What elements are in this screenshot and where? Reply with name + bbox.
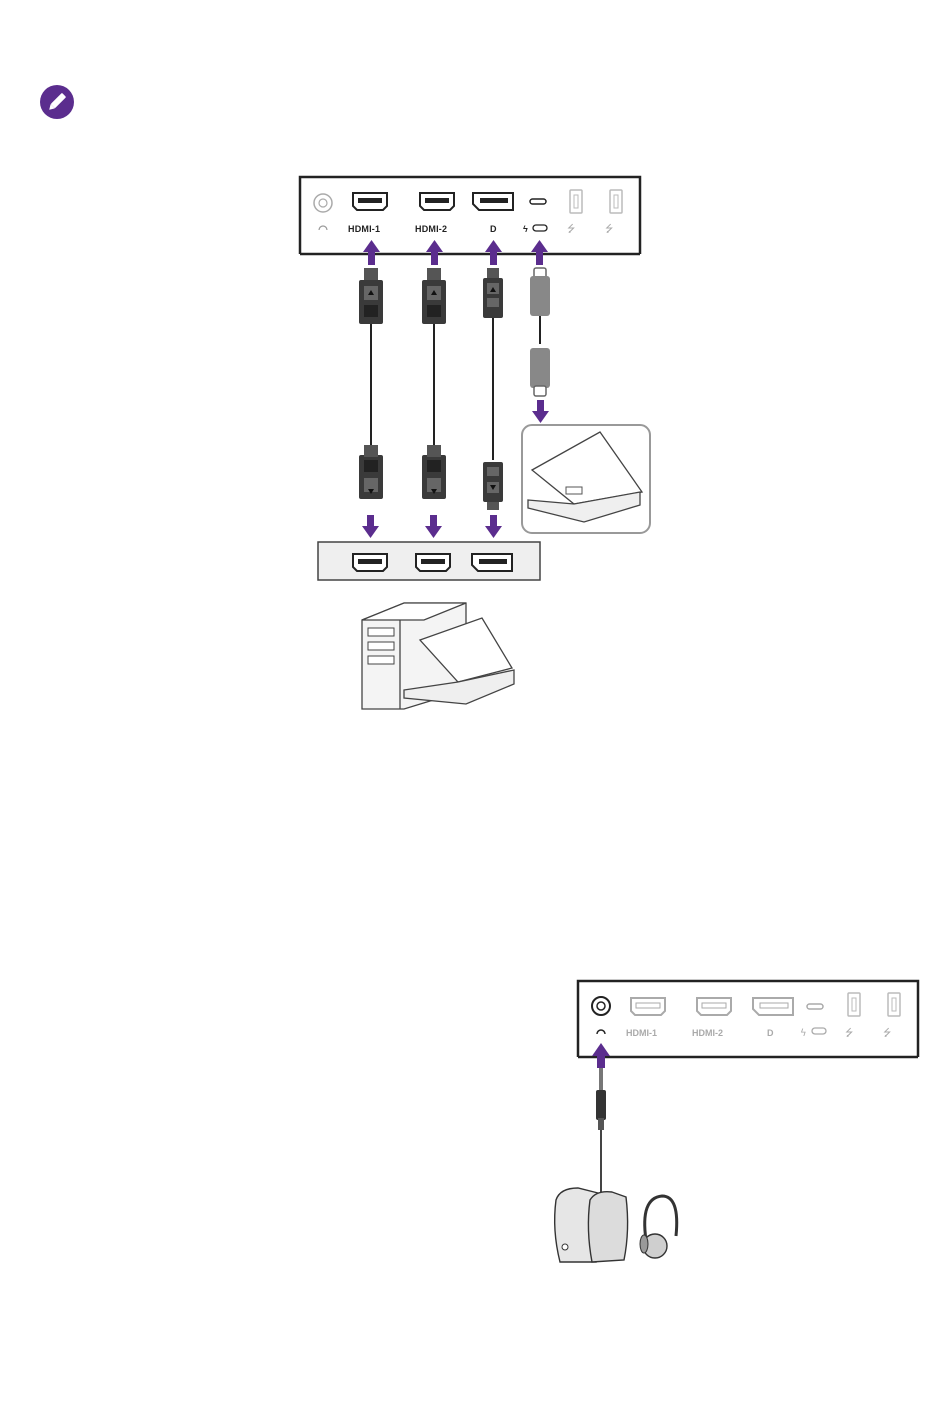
hdmi-cable-2 bbox=[422, 268, 446, 499]
hdmi1-label: HDMI-1 bbox=[348, 224, 380, 234]
headphones-illustration bbox=[640, 1196, 677, 1258]
audio-cable bbox=[596, 1068, 606, 1200]
pc-hdmi-port-1 bbox=[353, 554, 387, 571]
laptop-illustration bbox=[522, 425, 650, 533]
monitor-port-panel-top: HDMI-1 HDMI-2 D ϟ ⭍ ⭍ bbox=[300, 177, 640, 254]
displayport-cable bbox=[483, 268, 503, 510]
hdmi1-label-dim: HDMI-1 bbox=[626, 1028, 657, 1038]
thunderbolt-label-dim: ϟ bbox=[800, 1028, 807, 1039]
arrow-down-icon bbox=[362, 515, 379, 538]
speakers-illustration bbox=[555, 1188, 628, 1262]
pc-displayport-port bbox=[472, 554, 512, 571]
usb-label-2: ⭍ bbox=[605, 223, 613, 235]
thunderbolt-label: ϟ bbox=[523, 224, 528, 234]
usb-c-cable bbox=[530, 268, 550, 396]
usb-label-1: ⭍ bbox=[567, 223, 575, 235]
arrows-down-top bbox=[362, 400, 549, 538]
monitor-port-panel-bottom: HDMI-1 HDMI-2 D ϟ ⭍ ⭍ bbox=[578, 981, 918, 1057]
hdmi-cable-1 bbox=[359, 268, 383, 499]
arrow-down-icon bbox=[532, 400, 549, 423]
hdmi2-label: HDMI-2 bbox=[415, 224, 447, 234]
arrow-down-icon bbox=[425, 515, 442, 538]
dp-label: D bbox=[490, 224, 497, 234]
computer-illustration bbox=[362, 603, 514, 709]
arrow-down-icon bbox=[485, 515, 502, 538]
dp-label-dim: D bbox=[767, 1028, 774, 1038]
usb-label-dim-2: ⭍ bbox=[883, 1027, 891, 1039]
hdmi2-label-dim: HDMI-2 bbox=[692, 1028, 723, 1038]
pc-port-panel bbox=[318, 542, 540, 580]
pc-hdmi-port-2 bbox=[416, 554, 450, 571]
usb-label-dim-1: ⭍ bbox=[845, 1027, 853, 1039]
